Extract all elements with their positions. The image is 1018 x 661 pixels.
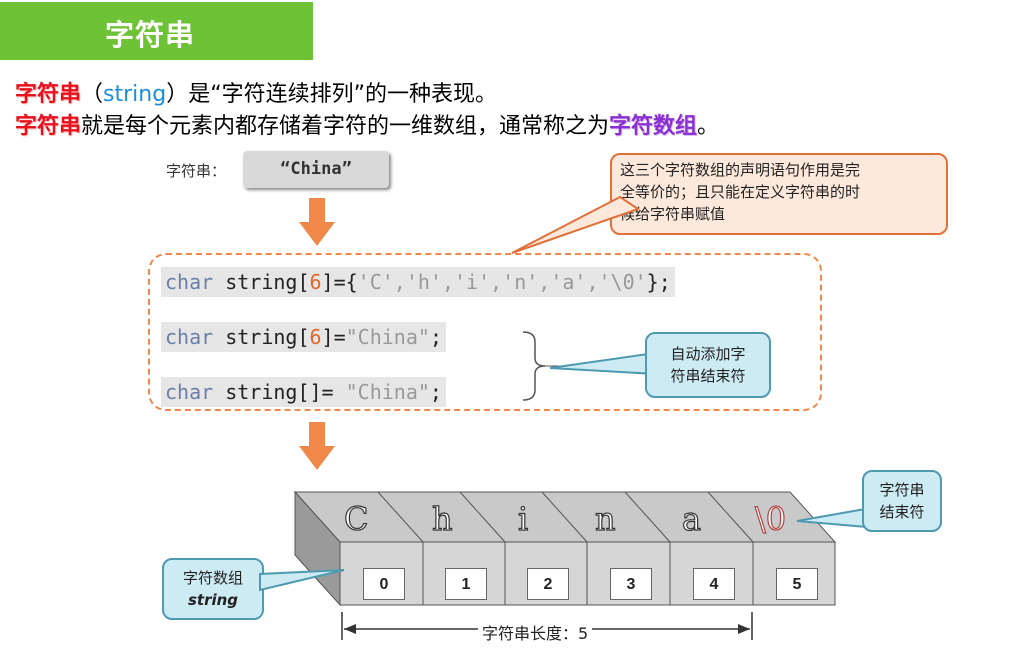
term-string-2: 字符串 xyxy=(15,114,82,139)
term-char-array: 字符数组 xyxy=(609,114,698,139)
code-op: ]={ xyxy=(321,270,358,294)
array-index: 2 xyxy=(527,568,569,600)
title-bar: 字符串 xyxy=(0,2,313,60)
term-string: 字符串 xyxy=(15,82,82,107)
length-label: 字符串长度：5 xyxy=(478,620,593,644)
intro-line-1: 字符串（string）是“字符连续排列”的一种表现。 xyxy=(15,76,497,108)
array-index: 3 xyxy=(610,568,652,600)
code-line-2: char string[6]="China"; xyxy=(161,322,446,352)
code-end: }; xyxy=(646,270,671,294)
array-index: 4 xyxy=(693,568,735,600)
intro-line-1-rest: ）是“字符连续排列”的一种表现。 xyxy=(166,82,497,107)
brace-icon xyxy=(522,331,559,401)
code-body: 'C','h','i','n','a','\0' xyxy=(357,270,647,294)
callout-line: 字符数组 xyxy=(182,569,243,587)
code-body: "China" xyxy=(345,325,430,349)
string-value-box: “China” xyxy=(243,151,389,188)
code-ident: string[ xyxy=(213,270,310,294)
array-index: 0 xyxy=(363,568,405,600)
arrow-down-icon xyxy=(299,198,335,246)
callout-line: 符串结束符 xyxy=(670,367,746,385)
page-title: 字符串 xyxy=(105,18,196,52)
code-ident: string[ xyxy=(213,380,310,404)
callout-pointer xyxy=(511,195,640,254)
code-ident: string[ xyxy=(213,325,310,349)
string-label: 字符串： xyxy=(166,162,227,180)
intro-line-2-mid: 就是每个元素内都存储着字符的一维数组，通常称之为 xyxy=(81,114,610,139)
code-end: ; xyxy=(429,380,442,404)
array-char: i xyxy=(517,499,529,538)
array-char: h xyxy=(431,499,453,538)
english-term: string xyxy=(103,82,167,107)
callout-auto-terminator: 自动添加字 符串结束符 xyxy=(645,332,771,398)
array-name: string xyxy=(187,591,239,609)
array-index: 1 xyxy=(445,568,487,600)
code-op: ]= xyxy=(321,325,346,349)
code-keyword: char xyxy=(165,325,214,349)
callout-line: 自动添加字 xyxy=(670,345,746,363)
arrow-down-icon xyxy=(299,422,335,470)
code-op: ]= xyxy=(309,380,346,404)
code-size: 6 xyxy=(309,325,322,349)
paren-open: （ xyxy=(81,82,104,107)
callout-line: 候给字符串赋值 xyxy=(620,205,726,223)
callout-terminator: 字符串 结束符 xyxy=(862,470,942,532)
callout-array-name: 字符数组 string xyxy=(162,558,264,620)
callout-end-pointer xyxy=(796,507,869,529)
char-array-diagram xyxy=(293,490,837,607)
code-size: 6 xyxy=(309,270,322,294)
callout-array-pointer xyxy=(259,569,345,592)
array-index: 5 xyxy=(776,568,818,600)
array-char-terminator: \0 xyxy=(754,499,787,538)
code-body: "China" xyxy=(345,380,430,404)
callout-auto-pointer xyxy=(549,352,658,376)
callout-line: 这三个字符数组的声明语句作用是完 xyxy=(620,161,861,179)
code-keyword: char xyxy=(165,270,214,294)
array-char: n xyxy=(594,499,616,538)
callout-line: 结束符 xyxy=(879,503,925,521)
code-frame xyxy=(148,253,822,411)
array-char: a xyxy=(681,499,702,538)
array-char: C xyxy=(343,499,369,538)
code-line-3: char string[]= "China"; xyxy=(161,377,446,407)
callout-equivalence: 这三个字符数组的声明语句作用是完 全等价的；且只能在定义字符串的时 候给字符串赋… xyxy=(610,153,948,235)
code-line-1: char string[6]={'C','h','i','n','a','\0'… xyxy=(161,267,675,297)
intro-line-2-end: 。 xyxy=(697,114,720,139)
intro-line-2: 字符串就是每个元素内都存储着字符的一维数组，通常称之为字符数组。 xyxy=(15,108,719,140)
callout-line: 字符串 xyxy=(879,481,925,499)
code-keyword: char xyxy=(165,380,214,404)
code-end: ; xyxy=(429,325,442,349)
callout-line: 全等价的；且只能在定义字符串的时 xyxy=(620,183,861,201)
